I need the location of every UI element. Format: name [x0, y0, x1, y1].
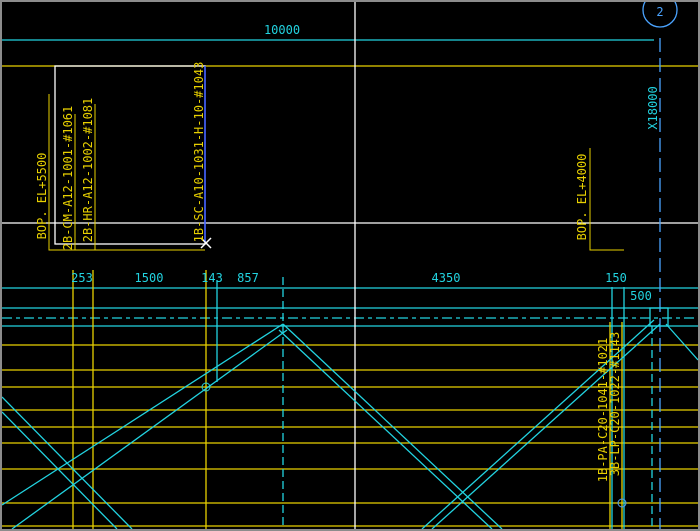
level-right: BOP. EL+4000	[575, 154, 589, 241]
dim-text: 857	[237, 271, 259, 285]
pipe-route	[48, 65, 627, 508]
dim-text: 4350	[432, 271, 461, 285]
line-tag[interactable]: 3B-LP-C20-1022-#1143	[608, 332, 622, 477]
line-tag[interactable]: 1B-SC-A10-1031-H-10-#1043	[192, 62, 206, 243]
line-tag[interactable]: 1B-PA-C20-1041-#1021	[596, 338, 610, 483]
dim-overall: 10000	[264, 23, 300, 37]
line-tag[interactable]: 2B-HR-A12-1002-#1081	[81, 98, 95, 243]
cross-bracing	[2, 319, 698, 529]
dim-vertical: X18000	[646, 86, 660, 129]
dim-text: 1500	[135, 271, 164, 285]
dim-text: 143	[201, 271, 223, 285]
dim-text: 150	[605, 271, 627, 285]
dim-text: 500	[630, 289, 652, 303]
dim-text: 253	[71, 271, 93, 285]
vertical-lines	[72, 2, 669, 529]
horizontal-lines	[2, 39, 698, 527]
grid-bubble-label: 2	[656, 5, 663, 19]
line-tag[interactable]: 2B-CM-A12-1001-#1061	[61, 106, 75, 251]
dimension-row: 253 1500 143 857 4350 150 500	[71, 271, 652, 303]
level-left: BOP. EL+5500	[35, 153, 49, 240]
grid-bubble[interactable]: 2	[642, 2, 678, 28]
